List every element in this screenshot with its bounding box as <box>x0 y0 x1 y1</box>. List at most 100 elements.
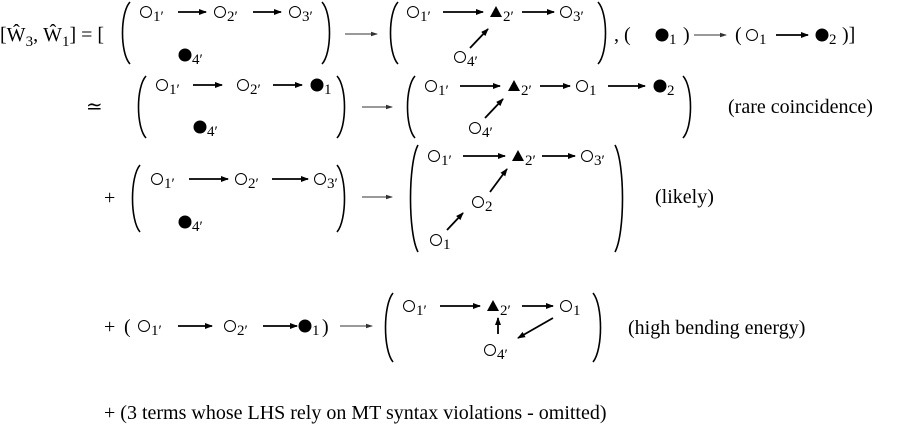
node-label: 2′ <box>503 9 514 25</box>
edge-arrow <box>489 168 508 193</box>
right-paren <box>614 144 624 253</box>
approx-equal-sign: ≃ <box>86 96 103 118</box>
filled-circle-icon <box>655 28 669 42</box>
plus-sign: + <box>104 187 115 209</box>
open-circle-icon <box>469 122 481 134</box>
node-label: 1 <box>759 32 767 48</box>
open-circle-icon <box>746 29 758 41</box>
open-circle-icon <box>224 320 236 332</box>
left-paren <box>389 1 399 65</box>
open-circle-icon <box>472 196 484 208</box>
open-circle-icon <box>430 234 442 246</box>
omitted-terms-note: + (3 terms whose LHS rely on MT syntax v… <box>104 402 607 424</box>
row4-open: ( <box>124 316 131 338</box>
commutator-lhs: [Ŵ3, Ŵ1] = [ <box>0 22 104 50</box>
node-label: 1′ <box>164 176 175 192</box>
filled-circle-icon <box>193 120 207 134</box>
open-circle-node: 1 <box>560 300 581 319</box>
open-circle-node: 1′ <box>407 6 431 25</box>
open-circle-node: 2′ <box>214 6 238 25</box>
node-label: 2′ <box>248 176 259 192</box>
edge-arrow <box>517 317 554 339</box>
open-circle-icon <box>289 6 301 18</box>
open-circle-icon <box>214 6 226 18</box>
open-circle-node: 3′ <box>314 173 338 192</box>
row1-tail-open2: ( <box>735 24 742 46</box>
filled-triangle-node: 2′ <box>508 80 532 99</box>
right-paren <box>597 1 607 65</box>
open-circle-icon <box>576 80 588 92</box>
plus-sign: + <box>104 316 115 338</box>
node-label: 1 <box>669 32 677 48</box>
open-circle-icon <box>425 80 437 92</box>
open-circle-node: 3′ <box>581 150 605 169</box>
open-circle-node: 1′ <box>428 150 452 169</box>
filled-triangle-node: 2′ <box>487 300 511 319</box>
open-circle-node: 2′ <box>235 173 259 192</box>
filled-triangle-icon <box>512 150 524 161</box>
open-circle-icon <box>560 300 572 312</box>
filled-circle-icon <box>298 319 312 333</box>
filled-circle-icon <box>815 28 829 42</box>
edge-arrow <box>446 212 464 231</box>
open-circle-icon <box>581 150 593 162</box>
filled-circle-icon <box>178 48 192 62</box>
open-circle-icon <box>156 79 168 91</box>
open-circle-node: 2′ <box>224 320 248 339</box>
node-label: 1 <box>443 237 451 253</box>
open-circle-icon <box>237 79 249 91</box>
filled-triangle-icon <box>490 6 502 17</box>
node-label: 4′ <box>497 347 508 363</box>
filled-triangle-node: 2′ <box>512 150 536 169</box>
node-label: 2′ <box>250 82 261 98</box>
node-label: 4′ <box>192 219 203 235</box>
left-paren <box>406 75 416 139</box>
node-label: 4′ <box>467 54 478 70</box>
node-label: 3′ <box>302 9 313 25</box>
open-circle-node: 1′ <box>403 300 427 319</box>
open-circle-icon <box>403 300 415 312</box>
node-label: 4′ <box>192 52 203 68</box>
open-circle-icon <box>428 150 440 162</box>
annotation-rare-coincidence: (rare coincidence) <box>728 96 873 118</box>
filled-circle-node: 1 <box>310 78 332 98</box>
right-paren <box>336 75 346 139</box>
row4-close: ) <box>322 316 329 338</box>
open-circle-node: 1′ <box>425 80 449 99</box>
open-circle-node: 1 <box>746 29 767 48</box>
filled-triangle-icon <box>508 80 520 91</box>
open-circle-node: 1′ <box>138 320 162 339</box>
node-label: 1′ <box>441 153 452 169</box>
node-label: 1′ <box>151 323 162 339</box>
open-circle-node: 1′ <box>140 6 164 25</box>
node-label: 2 <box>829 32 837 48</box>
open-circle-icon <box>140 6 152 18</box>
node-label: 4′ <box>207 124 218 140</box>
row1-tail-open: , ( <box>614 24 631 46</box>
row1-tail-close2: )] <box>842 24 855 46</box>
node-label: 2′ <box>237 323 248 339</box>
filled-circle-node: 1 <box>655 28 677 48</box>
open-circle-icon <box>314 173 326 185</box>
open-circle-icon <box>560 6 572 18</box>
node-label: 1′ <box>416 303 427 319</box>
open-circle-node: 1′ <box>156 79 180 98</box>
node-label: 4′ <box>482 125 493 141</box>
filled-circle-icon <box>310 78 324 92</box>
right-paren <box>321 1 331 65</box>
left-paren <box>409 144 419 253</box>
open-circle-icon <box>151 173 163 185</box>
node-label: 1 <box>573 303 581 319</box>
node-label: 1′ <box>420 9 431 25</box>
edge-arrow <box>469 28 489 49</box>
filled-circle-node: 2 <box>815 28 837 48</box>
right-paren <box>592 292 602 363</box>
filled-triangle-node: 2′ <box>490 6 514 25</box>
open-circle-node: 4′ <box>454 51 478 70</box>
edge-arrow <box>484 98 504 119</box>
node-label: 1′ <box>438 83 449 99</box>
filled-circle-node: 4′ <box>178 48 203 68</box>
filled-circle-node: 1 <box>298 319 320 339</box>
row1-tail-close: ) <box>683 24 690 46</box>
right-paren <box>336 164 346 233</box>
